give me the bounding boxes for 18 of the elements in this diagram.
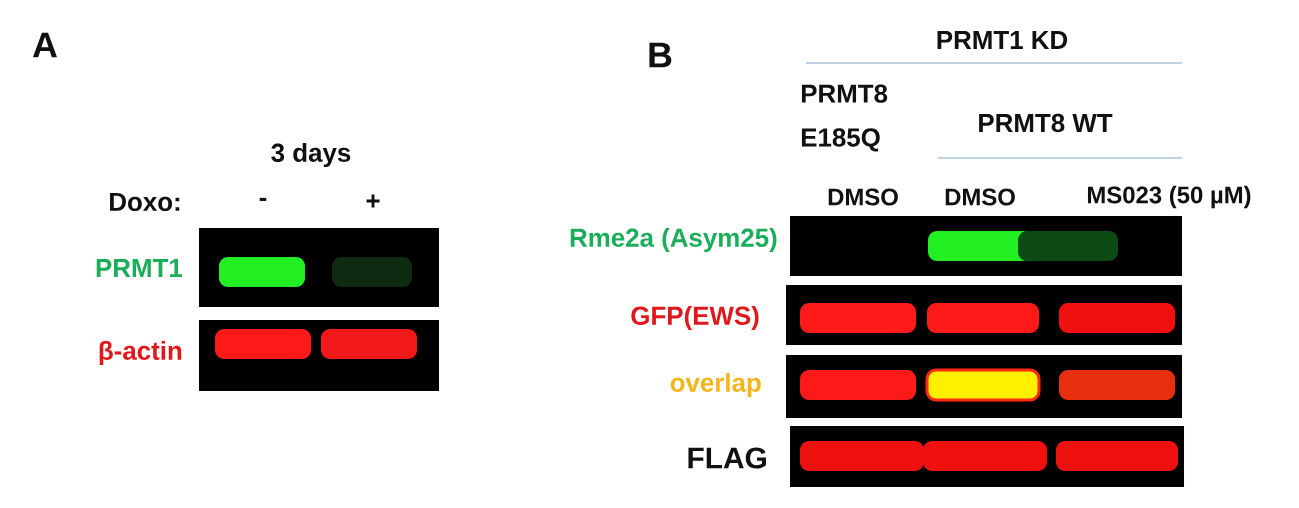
row-label: FLAG <box>688 447 766 469</box>
row-header: Doxo: <box>110 192 180 212</box>
column-header: PRMT8 E185Q <box>801 84 888 152</box>
lane-label: DMSO <box>828 188 898 206</box>
row-label: GFP(EWS) <box>631 305 759 331</box>
column-header: 3 days <box>271 142 351 168</box>
column-header: PRMT1 KD <box>937 31 1068 49</box>
row-label: β-actin <box>99 340 182 366</box>
lane-label: MS023 (50 µM) <box>1088 185 1251 209</box>
lane-label: + <box>366 194 380 208</box>
column-header: PRMT8 WT <box>979 113 1113 133</box>
lane-label: DMSO <box>945 188 1015 206</box>
panel-letter: A <box>32 32 57 58</box>
row-label: Rme2a (Asym25) <box>570 227 777 253</box>
row-label: overlap <box>670 372 761 398</box>
panel-letter: B <box>649 42 672 68</box>
row-label: PRMT1 <box>96 259 183 277</box>
lane-label: - <box>259 197 267 201</box>
